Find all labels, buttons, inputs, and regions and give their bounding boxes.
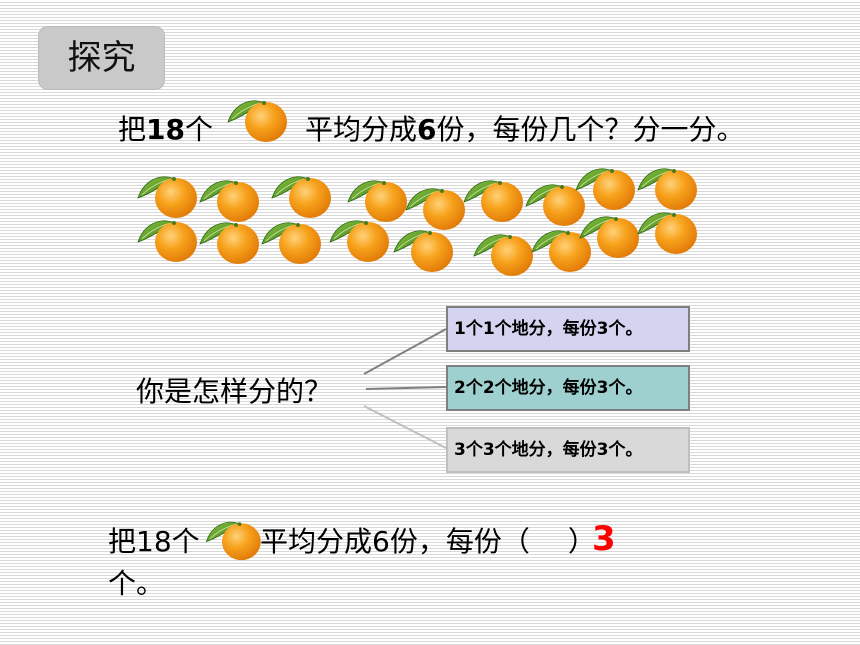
method-question: 你是怎样分的？ [136,375,333,408]
conclusion-part1: 把18个 [108,525,200,558]
problem-part1: 把18个 [118,113,213,146]
explore-tag: 探究 [38,26,165,90]
orange-icon [204,514,264,562]
conclusion-unit: 个。 [108,567,165,600]
option-two-by-two[interactable]: 2个2个地分，每份3个。 [446,365,690,411]
option-one-by-one[interactable]: 1个1个地分，每份3个。 [446,306,690,352]
connector-line-3 [363,405,447,449]
answer-value[interactable]: 3 [592,519,616,559]
connector-line-1 [363,328,447,375]
problem-part2: 平均分成6份，每份几个？分一分。 [305,113,745,146]
connector-line-2 [365,386,447,390]
conclusion-part2: 平均分成6份，每份（） [260,525,596,558]
option-three-by-three[interactable]: 3个3个地分，每份3个。 [446,427,690,473]
